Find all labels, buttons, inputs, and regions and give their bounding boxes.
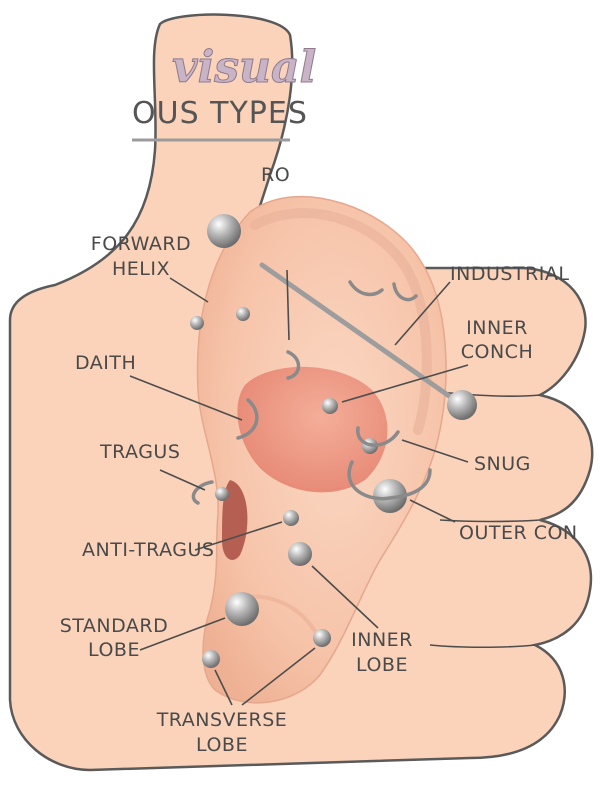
forward-helix-ball-1 [190,316,204,330]
label-daith: DAITH [75,352,136,374]
industrial-ring-1 [348,280,384,297]
finger-crease-1 [439,391,541,398]
industrial-bar [259,262,465,408]
leader-transverse-lobe-1 [214,669,233,706]
rook-ball [207,214,241,248]
outer-conch-ring [347,460,432,501]
daith-ring [236,398,259,440]
title-subtitle: OUS TYPES [132,96,308,131]
finger-crease-3 [429,644,536,649]
inner-lobe-ball-upper [288,542,312,566]
forward-helix-ball-2 [236,307,250,321]
rook-ring [286,350,301,380]
leader-standard-lobe [139,617,226,651]
label-inner-conch-line2: CONCH [461,341,534,363]
label-inner-conch-line1: INNER [466,317,528,339]
tragus-ball [215,487,229,501]
leader-tragus [159,469,206,491]
inner-lobe-ball-lower [313,629,331,647]
industrial-ring-2 [392,282,418,302]
label-forward-helix-line2: HELIX [112,258,170,280]
industrial-end-ball [447,390,477,420]
leader-anti-tragus [194,521,283,551]
leader-inner-conch [341,364,469,403]
standard-lobe-ball [225,592,259,626]
label-industrial: INDUSTRIAL [450,263,569,285]
finger-crease-2 [439,519,541,523]
label-forward-helix-line1: FORWARD [91,233,191,255]
label-inner-lobe-line1: INNER [351,629,413,651]
label-rook: RO [261,164,290,186]
anti-tragus-ball [283,510,299,526]
transverse-lobe-ball-1 [202,650,220,668]
label-outer-conch: OUTER CON [459,522,578,544]
leader-snug [401,439,469,463]
outer-conch-ball [373,479,407,513]
label-tragus: TRAGUS [99,441,180,463]
label-transverse-lobe-line2: LOBE [196,734,248,756]
leader-industrial [394,281,451,346]
label-transverse-lobe-line1: TRANSVERSE [156,709,288,731]
label-snug: SNUG [474,453,531,475]
label-standard-lobe-line1: STANDARD [60,615,169,637]
title-visual: visual [172,42,316,93]
leader-daith [129,375,243,421]
inner-conch-ball [322,398,338,414]
label-anti-tragus: ANTI-TRAGUS [82,539,214,561]
leader-inner-lobe [311,565,379,629]
snug-ring [356,426,400,447]
leader-outer-conch [409,499,456,523]
label-inner-lobe-line2: LOBE [356,654,408,676]
leader-transverse-lobe-2 [241,647,316,706]
tragus-ring [191,480,214,505]
label-standard-lobe-line2: LOBE [88,639,140,661]
ear-conch [237,366,388,493]
leader-rook [286,269,290,341]
leader-forward-helix [169,277,209,303]
